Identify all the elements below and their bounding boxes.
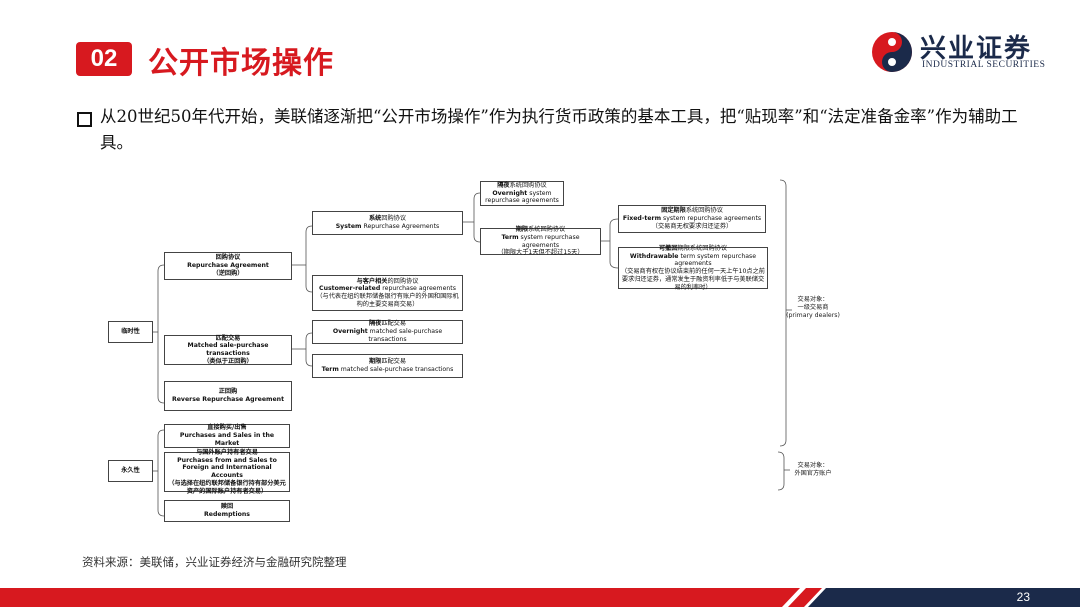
footer-bar	[0, 588, 1080, 607]
company-logo: 兴业证券 INDUSTRIAL SECURITIES	[870, 28, 1060, 76]
node-overnight-matched: 隔夜匹配交易 Overnight matched sale-purchase t…	[312, 320, 463, 344]
node-repurchase-agreement: 回购协议 Repurchase Agreement （逆回购）	[164, 252, 292, 280]
node-reverse-repurchase: 正回购 Reverse Repurchase Agreement	[164, 381, 292, 411]
page-number: 23	[1016, 590, 1030, 604]
node-purchases-sales-market: 直接购买/出售 Purchases and Sales in the Marke…	[164, 424, 290, 448]
node-fixed-term-repurchase: 固定期限系统回购协议 Fixed-term system repurchase …	[618, 205, 766, 233]
logo-mark-icon	[872, 32, 912, 72]
node-withdrawable-term-repurchase: 可撤回期限系统回购协议 Withdrawable term system rep…	[618, 245, 768, 291]
node-foreign-accounts: 与国外账户持有者交易 Purchases from and Sales to F…	[164, 449, 290, 495]
node-system-repurchase: 系统回购协议 System Repurchase Agreements	[312, 211, 463, 235]
counterparty-foreign-official: 交易对象： 外国官方账户	[794, 462, 832, 478]
node-overnight-system-repurchase: 隔夜系统回购协议 Overnight system repurchase agr…	[480, 181, 564, 206]
node-temporary: 临时性	[108, 321, 153, 343]
section-title: 公开市场操作	[148, 46, 334, 81]
section-number-badge: 02	[76, 42, 132, 76]
logo-name: 兴业证券	[920, 34, 1033, 64]
bullet-square-icon	[77, 112, 92, 127]
node-term-matched: 期限匹配交易 Term matched sale-purchase transa…	[312, 354, 463, 378]
counterparty-primary-dealers: 交易对象： 一级交易商 (primary dealers)	[786, 296, 840, 320]
logo-english-name: INDUSTRIAL SECURITIES	[922, 60, 1046, 70]
node-permanent: 永久性	[108, 460, 153, 482]
node-redemptions: 赎回 Redemptions	[164, 500, 290, 522]
bullet-text: 从20世纪50年代开始，美联储逐渐把“公开市场操作”作为执行货币政策的基本工具，…	[100, 107, 1018, 152]
node-customer-related-repurchase: 与客户相关的回购协议 Customer-related repurchase a…	[312, 275, 463, 311]
node-term-system-repurchase: 期限系统回购协议 Term system repurchase agreemen…	[480, 226, 601, 256]
node-matched-sale-purchase: 匹配交易 Matched sale-purchase transactions …	[164, 335, 292, 365]
source-note: 资料来源：美联储，兴业证券经济与金融研究院整理	[82, 555, 347, 569]
